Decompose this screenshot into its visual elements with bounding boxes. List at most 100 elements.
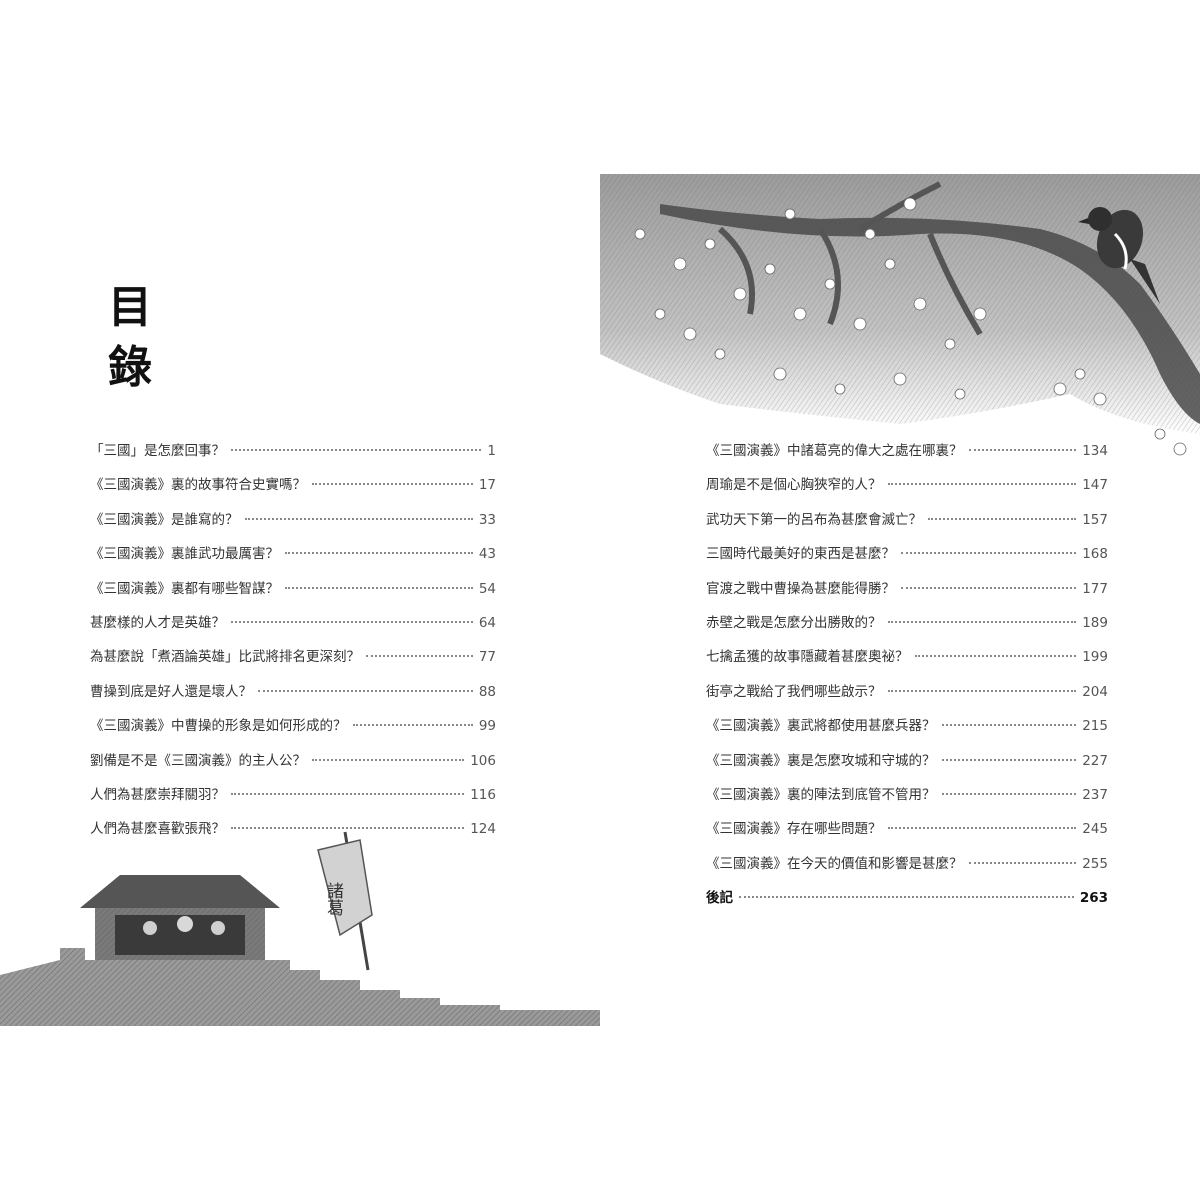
toc-entry-page: 64 [478, 614, 496, 631]
toc-entry[interactable]: 甚麼樣的人才是英雄？ 64 [90, 612, 496, 646]
toc-entry[interactable]: 《三國演義》是誰寫的？ 33 [90, 509, 496, 543]
toc-entry[interactable]: 官渡之戰中曹操為甚麼能得勝？177 [706, 578, 1108, 612]
leader-dots [312, 758, 465, 761]
toc-entry[interactable]: 「三國」是怎麼回事？ 1 [90, 440, 496, 474]
leader-dots [941, 724, 1077, 727]
city-wall-illustration: 諸葛 [0, 831, 600, 1026]
toc-entry[interactable]: 劉備是不是《三國演義》的主人公？ 106 [90, 750, 496, 784]
banner-text: 諸葛 [323, 882, 344, 917]
toc-heading-char-1: 目 [108, 282, 152, 333]
toc-entry-title: 甚麼樣的人才是英雄？ [90, 614, 225, 631]
toc-entry-title: 七擒孟獲的故事隱藏着甚麼奧祕？ [706, 649, 909, 666]
toc-entry-title: 曹操到底是好人還是壞人？ [90, 683, 252, 700]
toc-entry-title: 三國時代最美好的東西是甚麼？ [706, 546, 895, 563]
toc-entry[interactable]: 《三國演義》裏的陣法到底管不管用？237 [706, 784, 1108, 818]
toc-entry[interactable]: 赤壁之戰是怎麼分出勝敗的？ 189 [706, 612, 1108, 646]
leader-dots [739, 896, 1074, 899]
tree-bird-illustration [600, 174, 1200, 456]
leader-dots [887, 483, 1077, 486]
toc-entry[interactable]: 周瑜是不是個心胸狹窄的人？ 147 [706, 474, 1108, 508]
toc-entry-page: 43 [478, 546, 496, 563]
toc-entry-title: 《三國演義》存在哪些問題？ [706, 821, 882, 838]
toc-list-right: 《三國演義》中諸葛亮的偉大之處在哪裏？134 周瑜是不是個心胸狹窄的人？147 … [706, 440, 1108, 921]
leader-dots [352, 724, 473, 727]
toc-entry-page: 99 [478, 718, 496, 735]
leader-dots [887, 620, 1077, 623]
toc-entry-title: 《三國演義》裏誰武功最厲害？ [90, 546, 279, 563]
toc-entry-title: 後記 [706, 890, 733, 907]
toc-entry-page: 1 [487, 443, 496, 459]
toc-entry-page: 245 [1082, 821, 1108, 838]
toc-entry-page: 263 [1079, 890, 1108, 907]
leader-dots [244, 517, 473, 520]
leader-dots [941, 758, 1077, 761]
toc-entry-title: 《三國演義》裏是怎麼攻城和守城的？ [706, 752, 936, 769]
toc-entry[interactable]: 《三國演義》裏都有哪些智謀？54 [90, 578, 496, 612]
toc-entry-page: 88 [478, 683, 496, 700]
toc-entry[interactable]: 《三國演義》存在哪些問題？ 245 [706, 818, 1108, 852]
toc-entry[interactable]: 三國時代最美好的東西是甚麼？ 168 [706, 543, 1108, 577]
toc-entry[interactable]: 武功天下第一的呂布為甚麼會滅亡？157 [706, 509, 1108, 543]
toc-entry-page: 124 [470, 821, 496, 838]
toc-entry-afterword[interactable]: 後記 263 [706, 887, 1108, 921]
toc-entry-page: 215 [1082, 718, 1108, 735]
toc-entry[interactable]: 人們為甚麼喜歡張飛？124 [90, 818, 496, 852]
leader-dots [901, 552, 1077, 555]
leader-dots [968, 861, 1077, 864]
toc-entry[interactable]: 《三國演義》裏誰武功最厲害？ 43 [90, 543, 496, 577]
bird [1078, 207, 1160, 304]
toc-entry-title: 赤壁之戰是怎麼分出勝敗的？ [706, 614, 882, 631]
toc-entry[interactable]: 曹操到底是好人還是壞人？ 88 [90, 681, 496, 715]
toc-entry[interactable]: 為甚麼說「煮酒論英雄」比武將排名更深刻？77 [90, 646, 496, 680]
toc-entry[interactable]: 《三國演義》中曹操的形象是如何形成的？ 99 [90, 715, 496, 749]
leader-dots [901, 586, 1077, 589]
leader-dots [887, 827, 1077, 830]
blossom-cluster [634, 197, 1187, 456]
toc-entry[interactable]: 《三國演義》裏的故事符合史實嗎？17 [90, 474, 496, 508]
leader-dots [231, 449, 482, 451]
toc-heading-char-2: 錄 [108, 342, 152, 393]
toc-entry-page: 134 [1082, 443, 1108, 459]
toc-entry-page: 77 [478, 649, 496, 666]
toc-entry-page: 106 [470, 752, 496, 769]
toc-entry-page: 116 [470, 786, 496, 803]
leader-dots [914, 655, 1077, 658]
toc-entry[interactable]: 《三國演義》中諸葛亮的偉大之處在哪裏？ 134 [706, 440, 1108, 474]
leader-dots [231, 792, 465, 795]
toc-entry-page: 147 [1082, 477, 1108, 494]
toc-entry-title: 《三國演義》中諸葛亮的偉大之處在哪裏？ [706, 443, 963, 459]
toc-entry-title: 劉備是不是《三國演義》的主人公？ [90, 752, 306, 769]
leader-dots [366, 655, 473, 658]
toc-entry-page: 189 [1082, 614, 1108, 631]
leader-dots [928, 517, 1077, 520]
toc-entry[interactable]: 街亭之戰給了我們哪些啟示？ 204 [706, 681, 1108, 715]
leader-dots [887, 689, 1077, 692]
toc-list-left: 「三國」是怎麼回事？ 1 《三國演義》裏的故事符合史實嗎？17 《三國演義》是誰寫… [90, 440, 496, 853]
toc-entry-page: 199 [1082, 649, 1108, 666]
toc-entry-page: 168 [1082, 546, 1108, 563]
toc-entry-title: 官渡之戰中曹操為甚麼能得勝？ [706, 580, 895, 597]
toc-entry-title: 「三國」是怎麼回事？ [90, 443, 225, 459]
toc-entry-page: 17 [478, 477, 496, 494]
toc-entry[interactable]: 《三國演義》裏是怎麼攻城和守城的？ 227 [706, 750, 1108, 784]
toc-entry-title: 《三國演義》中曹操的形象是如何形成的？ [90, 718, 347, 735]
toc-entry-title: 《三國演義》是誰寫的？ [90, 511, 239, 528]
toc-entry[interactable]: 七擒孟獲的故事隱藏着甚麼奧祕？ 199 [706, 646, 1108, 680]
toc-heading: 目 錄 [100, 278, 160, 398]
toc-entry-title: 周瑜是不是個心胸狹窄的人？ [706, 477, 882, 494]
toc-entry-title: 《三國演義》裏都有哪些智謀？ [90, 580, 279, 597]
toc-entry[interactable]: 《三國演義》裏武將都使用甚麼兵器？215 [706, 715, 1108, 749]
toc-entry[interactable]: 人們為甚麼崇拜關羽？116 [90, 784, 496, 818]
toc-entry-page: 33 [478, 511, 496, 528]
toc-entry-page: 204 [1082, 683, 1108, 700]
toc-entry-page: 157 [1082, 511, 1108, 528]
toc-entry-page: 227 [1082, 752, 1108, 769]
leader-dots [285, 552, 473, 555]
leader-dots [231, 620, 473, 623]
leader-dots [231, 827, 465, 830]
toc-entry-title: 街亭之戰給了我們哪些啟示？ [706, 683, 882, 700]
leader-dots [941, 792, 1077, 795]
toc-entry-page: 237 [1082, 786, 1108, 803]
toc-entry[interactable]: 《三國演義》在今天的價值和影響是甚麼？255 [706, 853, 1108, 887]
